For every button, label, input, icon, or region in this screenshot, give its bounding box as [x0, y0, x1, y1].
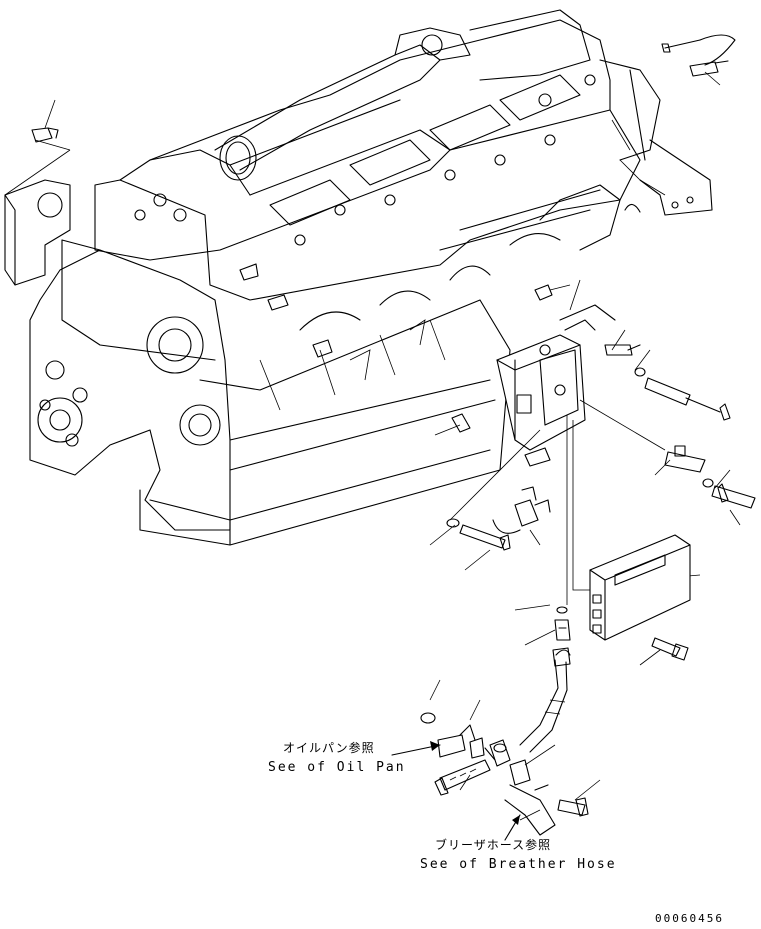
sensor-mid [239, 263, 571, 358]
drawing-number: 00060456 [655, 912, 724, 925]
breather-hose-part [504, 759, 589, 836]
sensor-upper-left [31, 99, 59, 143]
hose-fitting [519, 606, 571, 753]
pipe-clamp [420, 712, 511, 796]
ecu-box [589, 534, 691, 661]
sensor-upper-right [619, 34, 736, 216]
callout-arrow-breather [504, 814, 521, 841]
cover-plate [4, 139, 71, 286]
harness-clip [446, 486, 551, 551]
controller-bracket [496, 304, 616, 467]
breather-hose-reference-en: See of Breather Hose [420, 857, 617, 872]
oil-pan-reference-jp: オイルパン参照 [283, 741, 375, 755]
spacer [451, 413, 471, 433]
bolts-right [604, 344, 756, 509]
engine-block [29, 9, 661, 546]
breather-hose-reference-jp: ブリーザホース参照 [435, 838, 552, 852]
oil-pan-reference-en: See of Oil Pan [268, 760, 406, 775]
callout-arrow-oil-pan [391, 741, 441, 756]
